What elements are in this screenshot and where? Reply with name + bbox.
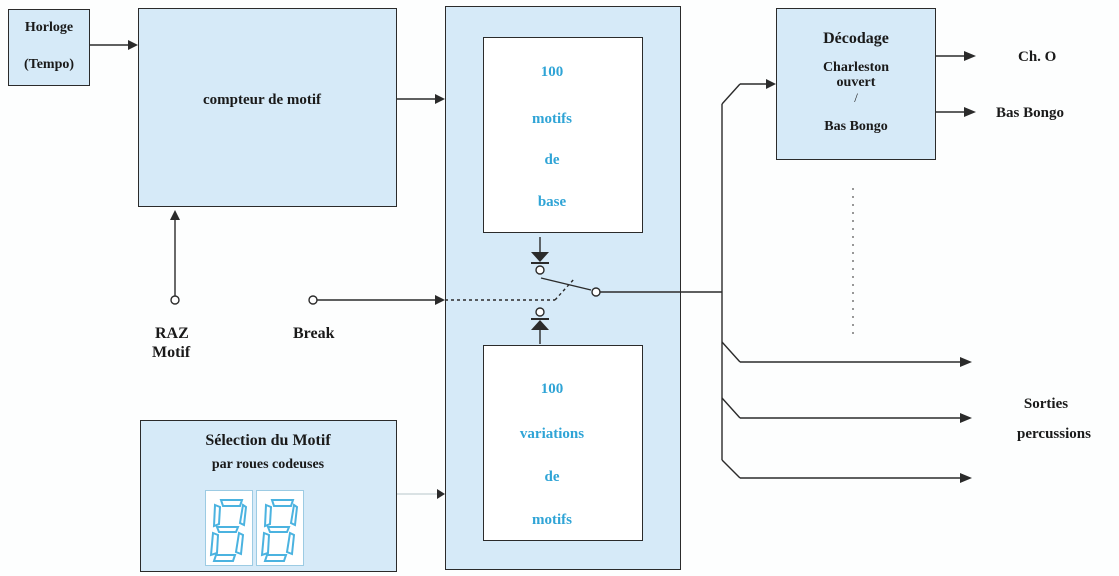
base-count-label: 100 xyxy=(540,64,564,80)
variations-de-label: de xyxy=(544,469,560,485)
variations-count-label: 100 xyxy=(540,381,564,397)
decodage-slash: / xyxy=(854,90,858,105)
variations-box xyxy=(483,345,643,541)
digit-display-tens xyxy=(205,490,253,566)
selection-subtitle: par roues codeuses xyxy=(211,457,325,472)
base-de-label: de xyxy=(544,152,560,168)
decodage-box xyxy=(776,8,936,160)
compteur-box xyxy=(138,8,397,207)
decodage-ouvert: ouvert xyxy=(836,75,876,90)
tempo-label: (Tempo) xyxy=(23,57,75,72)
selection-title: Sélection du Motif xyxy=(205,432,331,449)
seven-segment-icon xyxy=(260,499,299,562)
digit-display-units xyxy=(256,490,304,566)
output-bas-bongo: Bas Bongo xyxy=(996,105,1064,121)
decodage-title: Décodage xyxy=(823,30,889,47)
horloge-box xyxy=(8,9,90,86)
base-motifs-label: motifs xyxy=(532,111,572,127)
raz-motif-label: Motif xyxy=(152,344,191,361)
base-base-label: base xyxy=(537,194,567,210)
percussions-label: percussions xyxy=(1017,426,1091,442)
compteur-label: compteur de motif xyxy=(202,92,322,108)
decodage-charleston: Charleston xyxy=(822,60,890,75)
variations-variations-label: variations xyxy=(519,426,585,442)
output-ch-o: Ch. O xyxy=(1018,49,1057,65)
seven-segment-icon xyxy=(209,499,248,562)
horloge-label: Horloge xyxy=(24,20,74,35)
raz-label: RAZ xyxy=(155,325,189,342)
sorties-label: Sorties xyxy=(1023,396,1069,412)
break-label: Break xyxy=(293,325,335,342)
motifs-base-box xyxy=(483,37,643,233)
variations-motifs-label: motifs xyxy=(532,512,572,528)
decodage-bas-bongo: Bas Bongo xyxy=(824,119,888,134)
